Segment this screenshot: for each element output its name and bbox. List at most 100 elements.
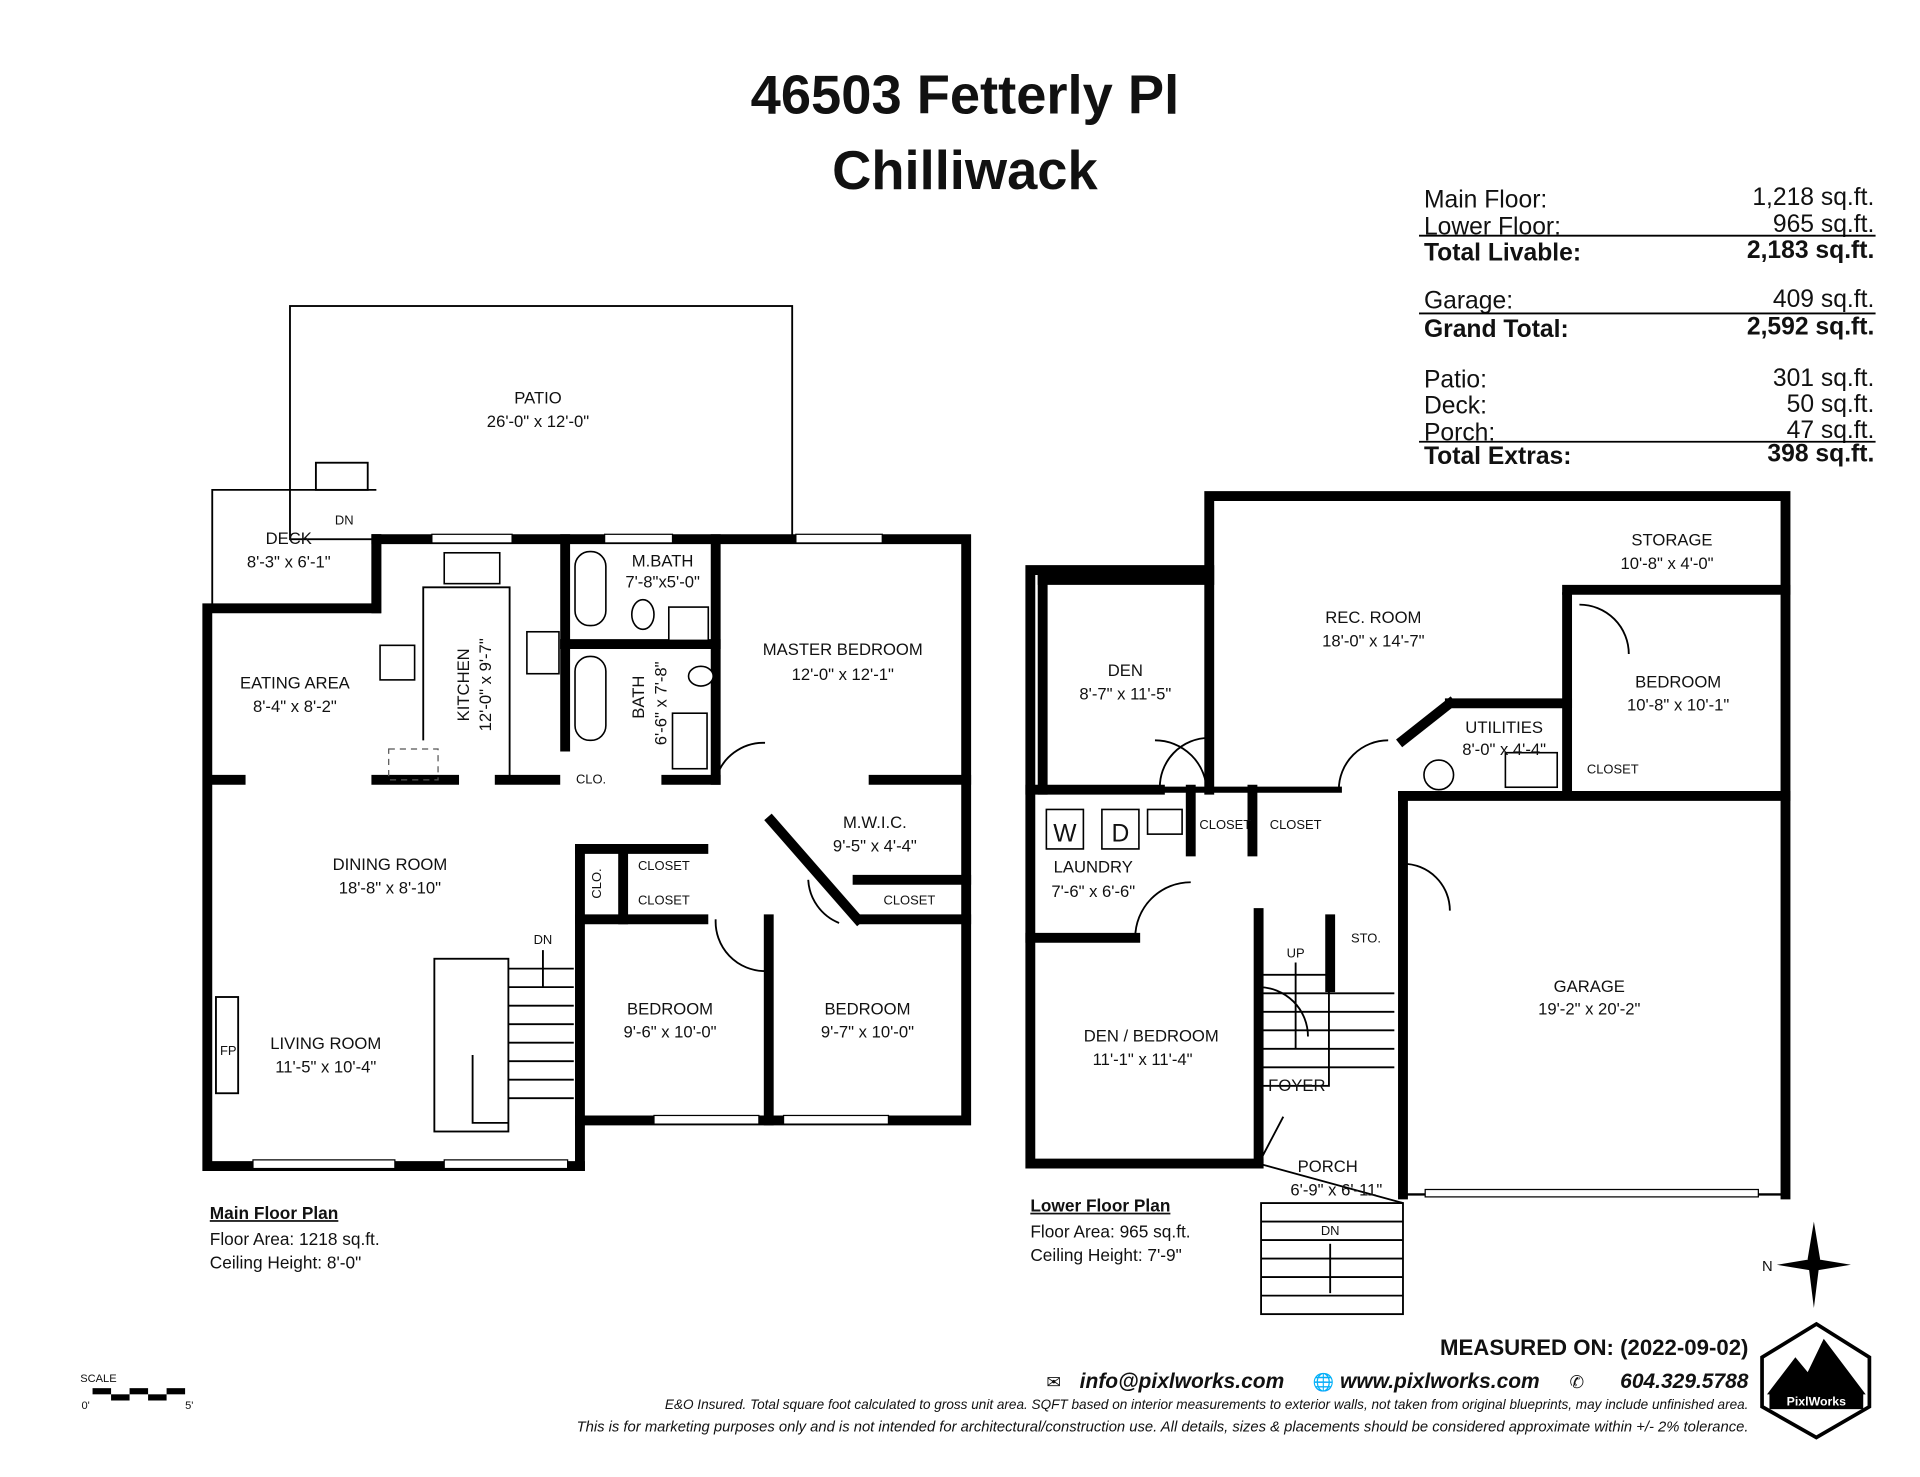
deck-stairs xyxy=(314,461,369,491)
closet-label: CLOSET xyxy=(1587,762,1639,777)
lower-floor-heading: Lower Floor Plan xyxy=(1030,1196,1170,1216)
deck-outline xyxy=(211,488,377,609)
total-extras-label: Total Extras: xyxy=(1424,443,1572,470)
main-floor-value: 1,218 sq.ft. xyxy=(1752,184,1874,211)
room-dim-bedroom-2: 9'-7" x 10'-0" xyxy=(821,1023,914,1042)
room-dim-bedroom: 10'-8" x 10'-1" xyxy=(1627,696,1729,715)
room-label-bedroom-1: BEDROOM xyxy=(627,999,713,1018)
title-address: 46503 Fetterly Pl xyxy=(751,65,1179,126)
fireplace-label: FP xyxy=(220,1043,237,1058)
email-icon: ✉ xyxy=(1046,1372,1060,1392)
patio-label: Patio: xyxy=(1424,366,1487,393)
scale-label: SCALE xyxy=(80,1373,116,1385)
room-label-garage: GARAGE xyxy=(1554,977,1625,996)
room-label-bedroom-2: BEDROOM xyxy=(824,999,910,1018)
compass-icon: N xyxy=(1762,1221,1851,1308)
lower-stairs xyxy=(1257,962,1404,1316)
room-label-den: DEN xyxy=(1108,661,1143,680)
website-link[interactable]: www.pixlworks.com xyxy=(1340,1370,1540,1393)
room-label-laundry: LAUNDRY xyxy=(1054,857,1133,876)
lower-floor-ceiling: Ceiling Height: 7'-9" xyxy=(1030,1245,1181,1265)
room-dim-den: 8'-7" x 11'-5" xyxy=(1079,685,1171,704)
scale-bar: SCALE 0' 5' xyxy=(80,1373,193,1412)
dryer-label: D xyxy=(1112,821,1130,848)
main-floor-label: Main Floor: xyxy=(1424,186,1547,213)
lower-floor-plan: DEN 8'-7" x 11'-5" REC. ROOM 18'-0" x 14… xyxy=(1025,491,1791,1316)
closet-label: CLOSET xyxy=(1270,817,1322,832)
main-floor-ceiling: Ceiling Height: 8'-0" xyxy=(210,1252,361,1272)
closet-label: CLOSET xyxy=(638,858,690,873)
closet-label: CLO. xyxy=(576,772,606,787)
interior-walls xyxy=(1025,575,1791,1200)
patio-value: 301 sq.ft. xyxy=(1773,365,1874,392)
room-dim-bedroom-1: 9'-6" x 10'-0" xyxy=(623,1023,716,1042)
room-dim-storage: 10'-8" x 4'-0" xyxy=(1620,554,1713,573)
room-dim-rec-room: 18'-0" x 14'-7" xyxy=(1322,632,1424,651)
room-dim-laundry: 7'-6" x 6'-6" xyxy=(1051,882,1135,901)
lower-floor-value: 965 sq.ft. xyxy=(1773,211,1874,238)
closet-label: CLOSET xyxy=(638,892,690,907)
stairs-up-label: UP xyxy=(1287,946,1305,961)
main-floor-area: Floor Area: 1218 sq.ft. xyxy=(210,1229,380,1249)
room-label-dining-room: DINING ROOM xyxy=(333,855,448,874)
room-dim-porch: 6'-9" x 6'-11" xyxy=(1290,1181,1382,1200)
measured-date: MEASURED ON: (2022-09-02) xyxy=(1440,1335,1748,1360)
room-label-storage: STORAGE xyxy=(1631,530,1712,549)
wall xyxy=(1025,565,1264,1169)
scale-start: 0' xyxy=(81,1400,89,1412)
room-label-rec-room: REC. ROOM xyxy=(1325,608,1421,627)
room-dim-den-bedroom: 11'-1" x 11'-4" xyxy=(1093,1050,1193,1069)
room-label-porch: PORCH xyxy=(1298,1157,1358,1176)
room-dim-bath: 6'-6" x 7'-8" xyxy=(651,661,670,745)
room-dim-dining-room: 18'-8" x 8'-10" xyxy=(339,878,441,897)
email-link[interactable]: info@pixlworks.com xyxy=(1080,1370,1285,1393)
total-livable-label: Total Livable: xyxy=(1424,239,1581,266)
scale-end: 5' xyxy=(185,1400,193,1412)
grand-total-value: 2,592 sq.ft. xyxy=(1747,313,1874,340)
room-dim-mwic: 9'-5" x 4'-4" xyxy=(833,836,917,855)
room-dim-eating-area: 8'-4" x 8'-2" xyxy=(253,697,337,716)
footer: MEASURED ON: (2022-09-02) ✉ info@pixlwor… xyxy=(577,1321,1872,1440)
room-label-bedroom: BEDROOM xyxy=(1635,672,1721,691)
pixlworks-logo: PixlWorks xyxy=(1760,1321,1872,1440)
area-summary: Main Floor: 1,218 sq.ft. Lower Floor: 96… xyxy=(1419,184,1876,470)
room-label-master-bedroom: MASTER BEDROOM xyxy=(763,640,923,659)
wall xyxy=(1204,491,1791,1200)
closet-label: CLO. xyxy=(589,868,604,898)
grand-total-label: Grand Total: xyxy=(1424,316,1569,343)
porch-value: 47 sq.ft. xyxy=(1787,417,1875,444)
total-livable-value: 2,183 sq.ft. xyxy=(1747,237,1874,264)
deck-dn-label: DN xyxy=(335,512,354,527)
washer-label: W xyxy=(1053,821,1077,848)
room-dim-utilities: 8'-0" x 4'-4" xyxy=(1462,740,1546,759)
lower-floor-area: Floor Area: 965 sq.ft. xyxy=(1030,1222,1190,1242)
room-label-foyer: FOYER xyxy=(1268,1076,1325,1095)
main-floor-plan: PATIO 26'-0" x 12'-0" DECK 8'-3" x 6'-1"… xyxy=(202,305,1208,1272)
wall xyxy=(202,534,585,1171)
room-label-den-bedroom: DEN / BEDROOM xyxy=(1084,1026,1219,1045)
deck-label: Deck: xyxy=(1424,392,1487,419)
interior-walls xyxy=(204,534,972,1126)
room-dim-patio: 26'-0" x 12'-0" xyxy=(487,412,589,431)
svg-text:PixlWorks: PixlWorks xyxy=(1787,1394,1847,1408)
storage-small-label: STO. xyxy=(1351,931,1381,946)
main-floor-heading: Main Floor Plan xyxy=(210,1203,339,1223)
main-stairs xyxy=(433,950,574,1133)
room-label-patio: PATIO xyxy=(514,388,562,407)
globe-icon: 🌐 xyxy=(1313,1372,1335,1392)
room-dim-deck: 8'-3" x 6'-1" xyxy=(247,553,331,572)
room-label-kitchen: KITCHEN xyxy=(454,648,473,721)
room-dim-kitchen: 12'-0" x 9'-7" xyxy=(476,638,495,731)
closet-label: CLOSET xyxy=(884,892,936,907)
room-label-eating-area: EATING AREA xyxy=(240,674,351,693)
garage-value: 409 sq.ft. xyxy=(1773,286,1874,313)
deck-value: 50 sq.ft. xyxy=(1787,391,1875,418)
stairs-dn-label: DN xyxy=(534,932,553,947)
stairs-dn-label: DN xyxy=(1321,1223,1340,1238)
wall xyxy=(371,534,972,1171)
total-extras-value: 398 sq.ft. xyxy=(1767,440,1874,467)
room-label-mwic: M.W.I.C. xyxy=(843,813,907,832)
closet-label: CLOSET xyxy=(1199,817,1251,832)
room-label-living-room: LIVING ROOM xyxy=(270,1034,381,1053)
title-city: Chilliwack xyxy=(832,140,1098,201)
